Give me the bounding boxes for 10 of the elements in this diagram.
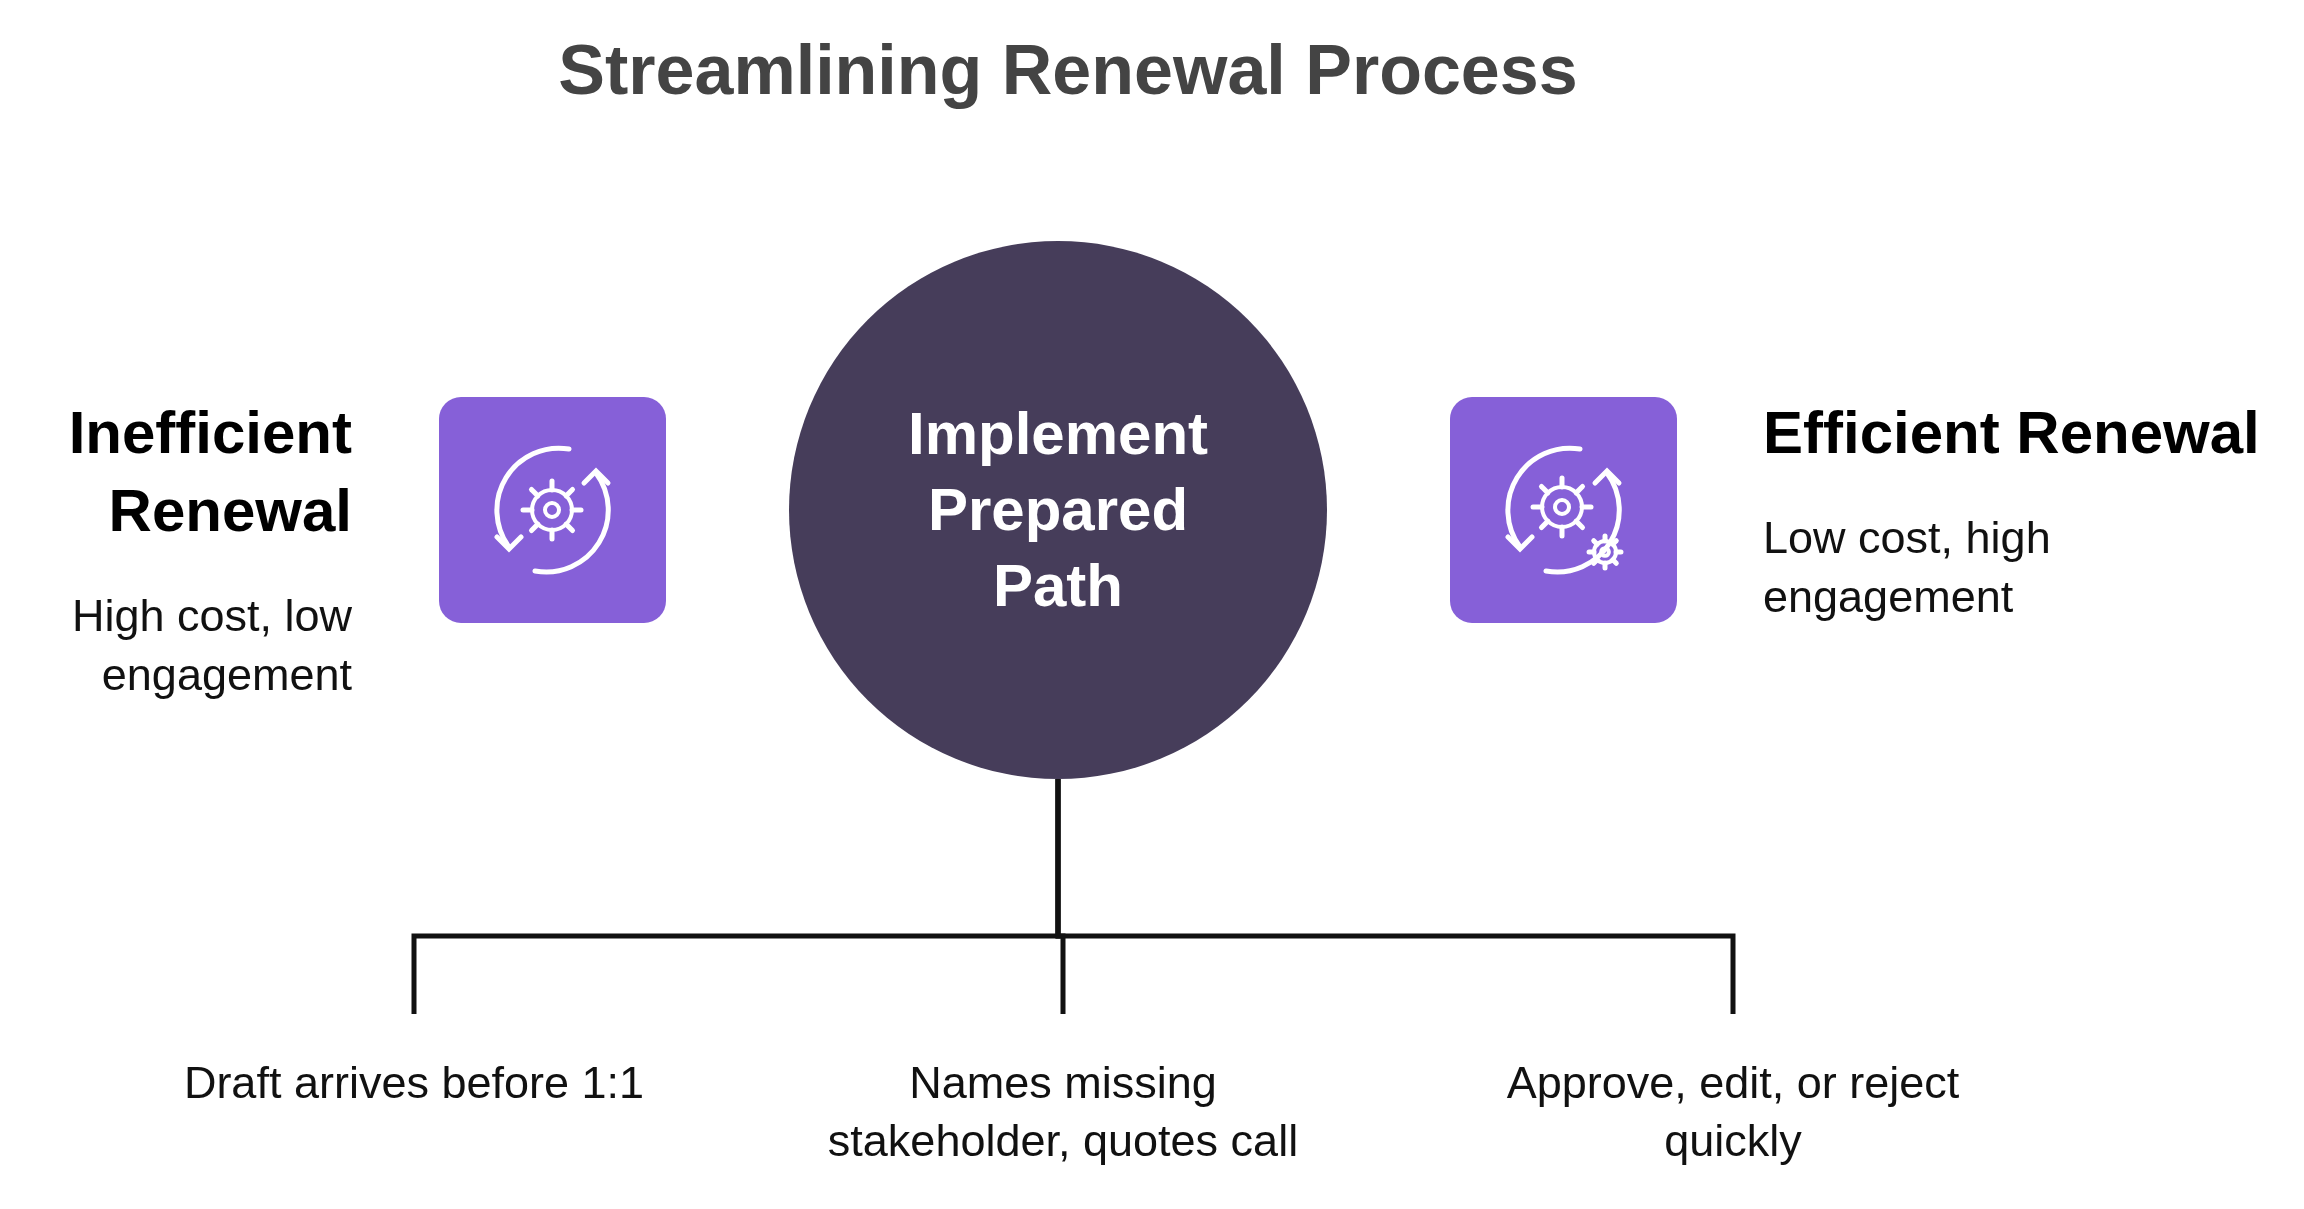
connector-line	[1055, 779, 1736, 1014]
step-text: Names missing stakeholder, quotes call	[783, 1014, 1343, 1170]
heading: Efficient Renewal	[1763, 398, 2261, 468]
title: Streamlining Renewal Process	[557, 30, 1579, 110]
description: High cost, low engagement	[70, 589, 352, 702]
description: Low cost, high engagement	[1763, 511, 2052, 624]
process-circle: Implement Prepared Path	[789, 241, 1327, 779]
step-text: Draft arrives before 1:1	[164, 1014, 664, 1112]
heading: Inefficient Renewal	[67, 398, 352, 546]
step-text: Approve, edit, or reject quickly	[1473, 1014, 1993, 1170]
